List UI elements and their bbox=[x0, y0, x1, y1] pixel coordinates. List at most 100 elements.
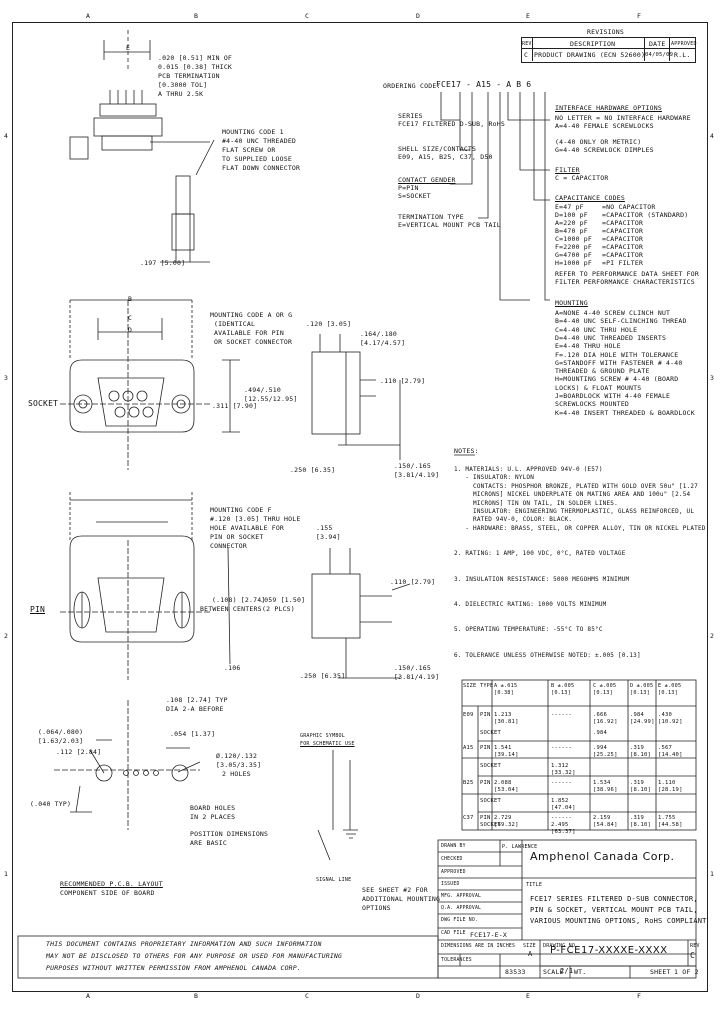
table-cell: .319 [8.10] bbox=[630, 815, 652, 828]
gender-pin: P=PIN bbox=[398, 184, 419, 192]
gender-leader bbox=[450, 92, 473, 185]
interface-line: A=4-40 FEMALE SCREWLOCKS bbox=[555, 122, 654, 130]
dim-e-label: E bbox=[126, 44, 131, 52]
pin-mount-note: MOUNTING CODE F bbox=[210, 506, 272, 514]
series-value: FCE17 FILTERED D-SUB, RoHS bbox=[398, 120, 505, 128]
capacitance-code: G=4700 pF bbox=[555, 251, 593, 259]
row-number: 2 bbox=[710, 632, 715, 640]
capacitance-code: F=2200 pF bbox=[555, 243, 593, 251]
note-line: 4. DIELECTRIC RATING: 1000 VOLTS MINIMUM bbox=[454, 601, 607, 608]
ordering-code-value: FCE17 - A15 - A B 6 bbox=[436, 80, 532, 89]
graph-title: GRAPHIC SYMBOL bbox=[300, 733, 345, 739]
table-header: B ±.005 [0.13] bbox=[551, 683, 575, 696]
desc-header: DESCRIPTION bbox=[570, 40, 616, 48]
mounting-option: K=4-40 INSERT THREADED & BOARDLOCK bbox=[555, 408, 695, 417]
series-leader bbox=[440, 92, 460, 121]
column-letter: A bbox=[86, 12, 91, 20]
note-line: 1. MATERIALS: U.L. APPROVED 94V-0 (E57) bbox=[454, 466, 603, 473]
table-cell: .994 [25.25] bbox=[593, 745, 618, 758]
size-label: SIZE bbox=[523, 943, 536, 949]
table-cell: E09 bbox=[463, 712, 474, 718]
capacitance-code: A=220 pF bbox=[555, 219, 588, 227]
mounting-option: G=STANDOFF WITH FASTENER # 4-40 bbox=[555, 358, 683, 367]
table-cell: ------ bbox=[551, 745, 573, 751]
mounting-option: F=.120 DIA HOLE WITH TOLERANCE bbox=[555, 350, 679, 359]
pcb-dim-top: .108 [2.74] TYP bbox=[166, 696, 228, 704]
side-profile bbox=[311, 351, 361, 435]
cad-file: FCE17-E-X bbox=[470, 931, 508, 939]
note-line: CONTACTS: PHOSPHOR BRONZE, PLATED WITH G… bbox=[454, 482, 698, 490]
series-label: SERIES bbox=[398, 112, 423, 120]
capacitance-desc: =NO CAPACITOR bbox=[602, 203, 656, 211]
desc-value: PRODUCT DRAWING (ECN 52600) bbox=[534, 51, 646, 59]
mounting-option: B=4-40 UNC SELF-CLINCHING THREAD bbox=[555, 317, 687, 326]
note-line: - HARDWARE: BRASS, STEEL, OR COPPER ALLO… bbox=[454, 524, 706, 532]
side-right: [4.17/4.57] bbox=[360, 339, 406, 347]
mounting-option: THREADED & GROUND PLATE bbox=[555, 367, 650, 376]
table-cell: PIN bbox=[480, 780, 491, 786]
title-block-label: CHECKED bbox=[441, 857, 463, 862]
column-letter: C bbox=[305, 12, 310, 20]
pin-v-dim: .106 bbox=[224, 664, 241, 672]
top-note: A THRU 2.5K bbox=[158, 90, 204, 98]
table-cell: ------ bbox=[551, 780, 573, 786]
sheet-value: 1 OF 2 bbox=[674, 968, 699, 976]
dim-flange: .494/.510 bbox=[244, 386, 282, 394]
capacitance-title: CAPACITANCE CODES bbox=[555, 194, 625, 202]
notes-title: NOTES: bbox=[454, 447, 479, 455]
table-cell: 2.159 [54.84] bbox=[593, 815, 618, 828]
dim-height: .311 [7.90] bbox=[212, 402, 258, 410]
table-cell: 1.110 [28.19] bbox=[658, 780, 683, 793]
spacing-note: BOARD HOLES bbox=[190, 804, 236, 812]
mounting-option: C=4-40 UNC THRU HOLE bbox=[555, 325, 638, 334]
mount-leader2 bbox=[544, 92, 550, 301]
capacitance-desc: =CAPACITOR (STANDARD) bbox=[602, 211, 689, 219]
table-header: TYPE bbox=[480, 683, 494, 689]
table-cell: ------ bbox=[551, 712, 573, 718]
approved-header: APPROVED bbox=[671, 41, 697, 47]
table-cell: PIN bbox=[480, 712, 491, 718]
column-letter: E bbox=[526, 12, 531, 20]
note-line: MICRONS] NICKEL UNDERPLATE ON MATING ARE… bbox=[454, 491, 691, 499]
interface-line: NO LETTER = NO INTERFACE HARDWARE bbox=[555, 114, 691, 122]
table-cell: SOCKET bbox=[480, 763, 502, 769]
top-connector-body bbox=[99, 103, 157, 117]
mount-code-note: MOUNTING CODE 1 bbox=[222, 128, 284, 136]
hole-note: Ø.120/.132 bbox=[216, 752, 258, 760]
side-right: .164/.180 bbox=[360, 330, 398, 338]
title-block-label: DWG FILE NO. bbox=[441, 918, 479, 923]
table-cell: SOCKET bbox=[480, 730, 502, 736]
left-dim: .250 [6.35] bbox=[290, 466, 336, 474]
proprietary-line: MAY NOT BE DISCLOSED TO OTHERS FOR ANY P… bbox=[46, 952, 343, 960]
dim-row: .059 [1.50] bbox=[260, 596, 306, 604]
table-cell: 2.495 [63.37] bbox=[551, 822, 576, 835]
dim-row: (2 PLCS) bbox=[262, 605, 295, 613]
pin-mount-note: CONNECTOR bbox=[210, 542, 248, 550]
capacitance-desc: =PI FILTER bbox=[602, 259, 644, 267]
table-cell: 1.534 [38.96] bbox=[593, 780, 618, 793]
filter-leader bbox=[519, 92, 550, 171]
front-mount-note: OR SOCKET CONNECTOR bbox=[214, 338, 293, 346]
top-note: PCB TERMINATION bbox=[158, 72, 220, 80]
pin-label: PIN bbox=[30, 605, 46, 614]
filter-type: C = CAPACITOR bbox=[555, 174, 609, 182]
gender-label: CONTACT GENDER bbox=[398, 176, 456, 184]
pcb-left-dim: [1.63/2.03] bbox=[38, 737, 84, 745]
shell-size-label: SHELL SIZE/CONTACTS bbox=[398, 145, 477, 153]
front-mount-note: MOUNTING CODE A OR G bbox=[210, 311, 293, 319]
table-header: D ±.005 [0.13] bbox=[630, 683, 654, 696]
table-cell: 2.088 [53.04] bbox=[494, 780, 519, 793]
capacitance-code: B=470 pF bbox=[555, 227, 588, 235]
pin-side-profile bbox=[311, 573, 361, 639]
table-header: E ±.005 [0.13] bbox=[658, 683, 682, 696]
rev-value: C bbox=[524, 51, 529, 59]
fscm: 83533 bbox=[505, 968, 526, 976]
mounting-option: H=MOUNTING SCREW # 4-40 (BOARD bbox=[555, 375, 679, 384]
dim-d-label: D bbox=[128, 326, 133, 334]
mounting-option: E=4-40 THRU HOLE bbox=[555, 342, 621, 351]
table-cell: B25 bbox=[463, 780, 474, 786]
table-cell: .984 bbox=[593, 730, 608, 736]
hole-note: [3.05/3.35] bbox=[216, 761, 262, 769]
rev-header: REV bbox=[522, 41, 532, 47]
